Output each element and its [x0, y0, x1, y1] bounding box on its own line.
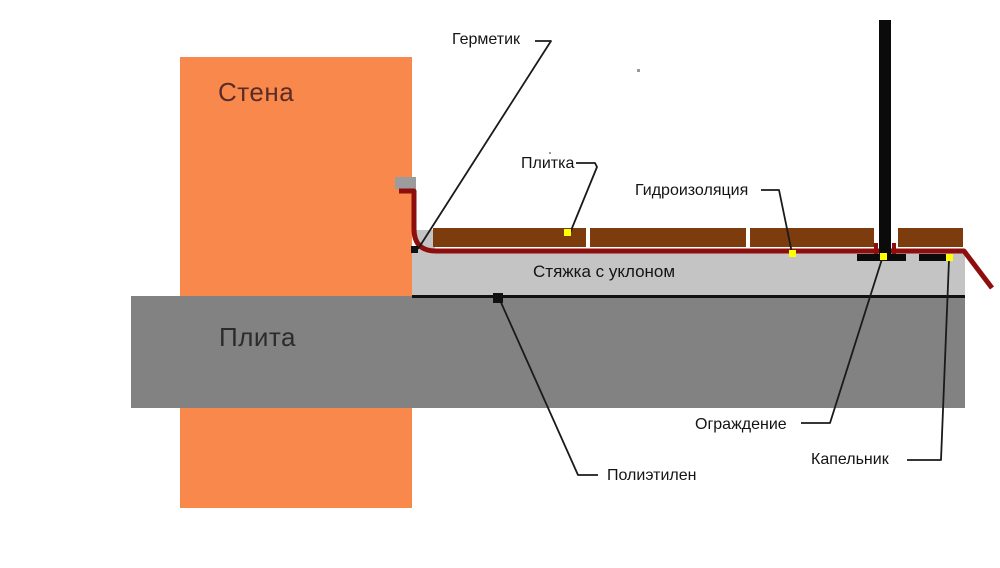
slab-label: Плита: [219, 322, 296, 352]
drip-edge-marker: [946, 254, 953, 261]
railing-marker: [880, 253, 887, 260]
waterproofing-membrane: [399, 188, 994, 290]
tile-marker: [564, 229, 571, 236]
leader-line-waterproofing: [761, 189, 793, 254]
tile-segment: [750, 228, 874, 247]
leader-line-sealant: [417, 40, 552, 250]
leader-line-tile: [569, 162, 598, 234]
drip-edge-label: Капельник: [811, 451, 889, 468]
tile-segment: [898, 228, 963, 247]
polyethylene-label: Полиэтилен: [607, 467, 697, 484]
drip-edge-bar: [919, 254, 949, 261]
leader-line-railing: [801, 258, 883, 424]
polyethylene-endpoint-square: [493, 293, 503, 303]
tile-segment: [590, 228, 746, 247]
wall-block: [180, 57, 412, 508]
leader-line-polyethylene: [498, 297, 598, 476]
tile-label: Плитка: [521, 155, 575, 172]
slab-block: [131, 296, 965, 408]
railing-post: [879, 20, 891, 257]
sealant-label: Герметик: [452, 31, 521, 48]
waterproofing-label: Гидроизоляция: [635, 182, 749, 199]
artifact-dot: [549, 152, 551, 154]
waterproofing-marker: [789, 250, 796, 257]
artifact-dot: [637, 69, 640, 72]
polyethylene-layer: [412, 295, 965, 298]
tile-segment: [433, 228, 586, 247]
wall-bracket: [395, 177, 416, 189]
leader-line-drip-edge: [907, 259, 950, 461]
railing-label: Ограждение: [695, 416, 787, 433]
wall-label: Стена: [218, 77, 295, 107]
sealant-endpoint-square: [411, 246, 418, 253]
screed-label: Стяжка с уклоном: [533, 262, 676, 281]
